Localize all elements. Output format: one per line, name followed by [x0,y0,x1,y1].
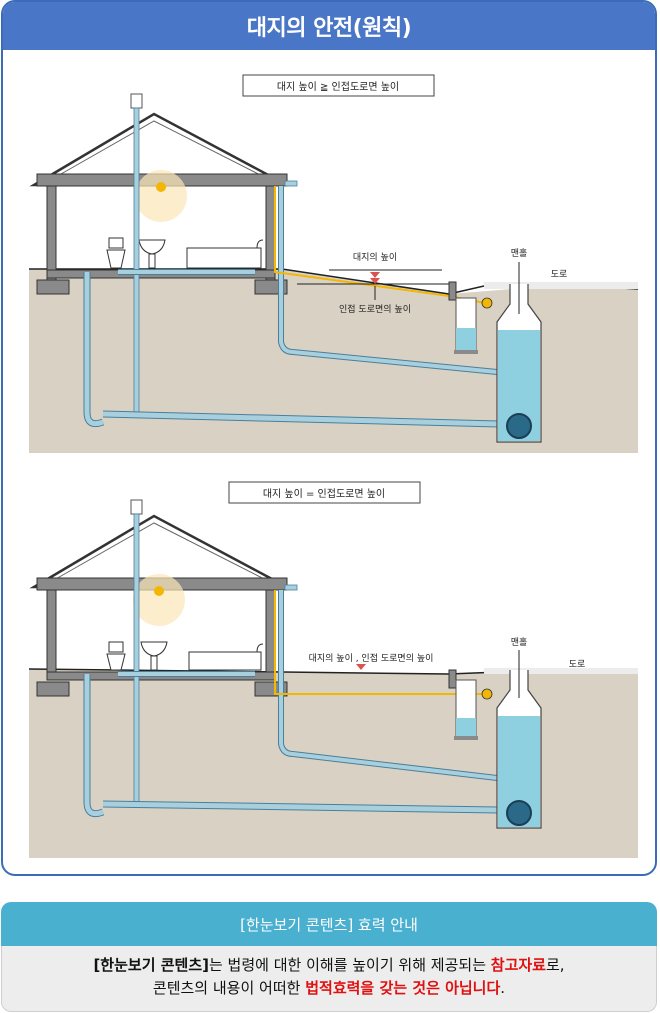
manhole-label: 맨홀 [511,636,528,648]
diagram-caption: 대지 높이 = 인접도로면 높이 [263,488,385,500]
notice-body: [한눈보기 콘텐츠]는 법령에 대한 이해를 높이기 위해 제공되는 참고자료로… [1,946,657,1012]
level-label: 대지의 높이 , 인접 도로면의 높이 [309,652,434,664]
site-level-marker [370,272,380,278]
road-label: 도로 [551,270,568,280]
road-level-marker [370,278,380,284]
manhole-label: 맨홀 [511,247,528,259]
road-label: 도로 [569,660,586,670]
level-marker [356,664,366,670]
site-level-label: 대지의 높이 [353,252,397,263]
diagram-site-higher: 대지 높이 ≧ 인접도로면 높이 [29,72,638,453]
notice-line-1: [한눈보기 콘텐츠]는 법령에 대한 이해를 높이기 위해 제공되는 참고자료로… [93,956,565,974]
notice-line-2: 콘텐츠의 내용이 어떠한 법적효력을 갖는 것은 아닙니다. [152,979,506,997]
road-surface [484,668,638,674]
diagram-site-equal: 대지 높이 = 인접도로면 높이 [29,472,638,858]
road-surface [484,282,638,289]
diagram-caption: 대지 높이 ≧ 인접도로면 높이 [277,81,399,93]
road-level-label: 인접 도로면의 높이 [339,303,411,315]
safety-card: 대지의 안전(원칙) 대지 높이 ≧ 인접도로면 높이 [1,0,657,876]
notice-title: [한눈보기 콘텐츠] 효력 안내 [1,902,657,946]
page-title: 대지의 안전(원칙) [3,2,655,50]
